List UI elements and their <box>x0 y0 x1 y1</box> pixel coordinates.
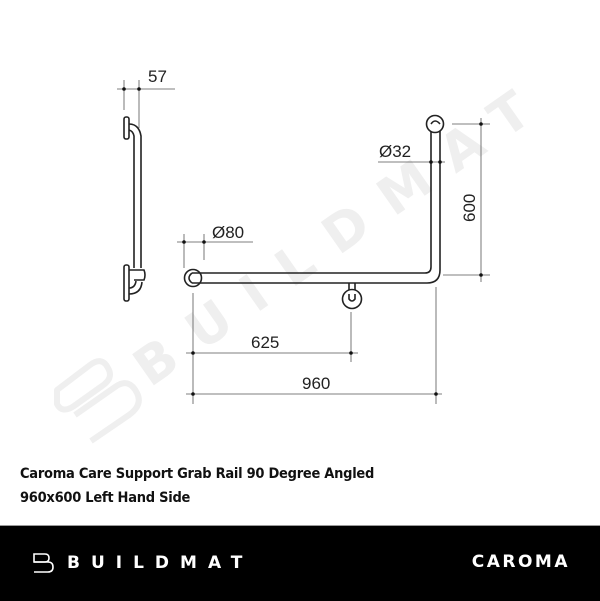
dim-label-side-offset: 57 <box>148 67 167 86</box>
watermark-text: BUILDMAT <box>123 67 561 399</box>
dimension-side-offset <box>117 80 175 128</box>
caroma-wordmark: CAROMA <box>471 552 570 572</box>
product-title-line2: 960x600 Left Hand Side <box>20 490 191 506</box>
buildmat-logo-icon <box>33 553 54 573</box>
dimension-flange-diameter <box>177 234 253 268</box>
dim-label-mid-bracket-offset: 625 <box>251 333 279 352</box>
dim-label-height: 600 <box>460 194 479 222</box>
footer-bar: BUILDMAT CAROMA <box>0 525 600 601</box>
product-title: Caroma Care Support Grab Rail 90 Degree … <box>20 462 374 510</box>
buildmat-wordmark: BUILDMAT <box>67 553 254 573</box>
dimension-height <box>443 118 490 282</box>
dim-label-overall-length: 960 <box>302 374 330 393</box>
dimension-tube-diameter <box>378 160 445 164</box>
dim-label-tube-diameter: Ø32 <box>379 142 411 161</box>
watermark-logo-icon <box>54 358 142 444</box>
buildmat-brand: BUILDMAT <box>33 550 253 576</box>
product-title-line1: Caroma Care Support Grab Rail 90 Degree … <box>20 466 375 482</box>
angled-grab-rail <box>183 114 445 310</box>
dimension-horizontal <box>186 287 442 404</box>
dim-label-flange-diameter: Ø80 <box>212 223 244 242</box>
side-view-rail <box>123 116 146 302</box>
technical-drawing: BUILDMAT 57 Ø32 <box>54 67 561 444</box>
